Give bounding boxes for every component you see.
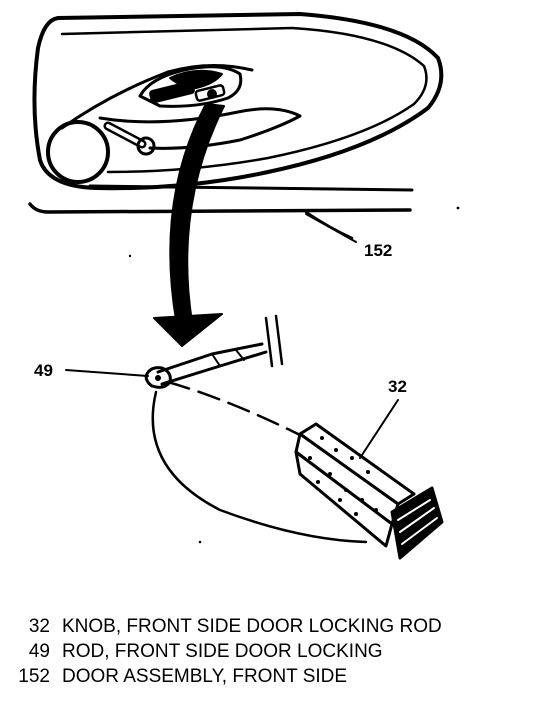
leader-lines	[65, 213, 399, 459]
legend-number: 49	[28, 641, 50, 662]
callout-49: 49	[34, 361, 53, 380]
legend-description: DOOR ASSEMBLY, FRONT SIDE	[62, 666, 348, 687]
legend-number: 152	[18, 666, 50, 687]
legend-row: 32 KNOB, FRONT SIDE DOOR LOCKING ROD	[0, 614, 544, 639]
locking-rod-illustration	[144, 314, 284, 389]
callout-32: 32	[388, 377, 407, 396]
travel-path	[151, 380, 368, 544]
legend-row: 152 DOOR ASSEMBLY, FRONT SIDE	[0, 664, 544, 689]
door-assembly-illustration	[28, 12, 444, 240]
callout-152: 152	[364, 241, 392, 260]
leader-line-49	[65, 369, 149, 377]
legend-number: 32	[28, 616, 50, 637]
locking-rod-knob-illustration	[294, 422, 444, 560]
legend-description: ROD, FRONT SIDE DOOR LOCKING	[62, 641, 383, 662]
leader-line-152	[305, 213, 357, 243]
legend-row: 49 ROD, FRONT SIDE DOOR LOCKING	[0, 639, 544, 664]
door-lock-diagram: 152 49 32	[28, 12, 460, 560]
print-specks	[128, 206, 460, 544]
parts-legend: 32 KNOB, FRONT SIDE DOOR LOCKING ROD 49 …	[0, 614, 544, 689]
direction-arrow	[153, 103, 225, 347]
legend-description: KNOB, FRONT SIDE DOOR LOCKING ROD	[62, 616, 442, 637]
leader-line-32	[359, 399, 399, 459]
